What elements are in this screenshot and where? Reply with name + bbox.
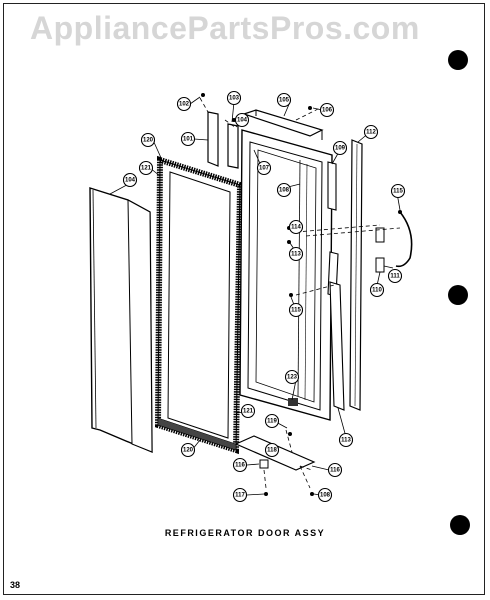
callout-123: 123 — [284, 369, 300, 385]
callout-label: 115 — [291, 308, 301, 314]
callout-label: 103 — [229, 96, 240, 102]
callout-118: 118 — [264, 442, 280, 458]
screws — [264, 106, 314, 496]
callout-104: 104 — [234, 112, 250, 128]
punch-hole-bottom — [450, 515, 470, 535]
callout-label: 106 — [322, 108, 333, 114]
punch-hole-middle — [448, 285, 468, 305]
callout-label: 107 — [259, 166, 270, 172]
door-handle — [375, 210, 413, 273]
callout-116: 116 — [327, 462, 343, 478]
callout-120: 120 — [140, 132, 156, 148]
callout-label: 105 — [279, 98, 290, 104]
door-gasket — [154, 155, 244, 455]
callout-label: 104 — [125, 178, 136, 184]
callout-balloons: 102 103 104 105 106 101 120 121 104 107 108 109 112 1… — [122, 90, 406, 503]
alignment-lines — [199, 97, 401, 489]
door-shelf-bars — [327, 161, 345, 411]
callout-115: 115 — [288, 302, 304, 318]
callout-label: 112 — [366, 130, 376, 136]
callout-104: 104 — [122, 172, 138, 188]
page-border — [3, 3, 485, 595]
callout-label: 120 — [183, 448, 194, 454]
inner-door-liner — [239, 129, 333, 421]
callout-101: 101 — [180, 131, 196, 147]
callout-106: 106 — [319, 102, 335, 118]
callout-label: 120 — [143, 138, 154, 144]
callout-117: 117 — [232, 487, 248, 503]
callout-108: 108 — [276, 182, 292, 198]
callout-116: 116 — [232, 457, 248, 473]
callout-label: 113 — [341, 438, 351, 444]
callout-109: 109 — [332, 140, 348, 156]
punch-hole-top — [448, 50, 468, 70]
callout-label: 110 — [372, 288, 382, 294]
top-channel — [242, 109, 324, 140]
watermark: AppliancePartsPros.com — [30, 10, 420, 46]
callout-label: 116 — [330, 468, 340, 474]
callout-119: 119 — [264, 413, 280, 429]
callout-114: 114 — [288, 219, 304, 235]
callout-label: 108 — [320, 493, 331, 499]
outer-door-panel — [89, 187, 153, 454]
callout-120: 120 — [180, 442, 196, 458]
callout-label: 119 — [267, 419, 277, 425]
callout-label: 102 — [179, 102, 190, 108]
callout-105: 105 — [276, 92, 292, 108]
callout-108: 108 — [317, 487, 333, 503]
callout-label: 121 — [141, 166, 152, 172]
callout-113: 113 — [288, 246, 304, 262]
callout-label: 111 — [390, 274, 400, 280]
diagram-caption: REFRIGERATOR DOOR ASSY — [164, 528, 326, 538]
callout-121: 121 — [240, 403, 256, 419]
callout-label: 115 — [393, 189, 403, 195]
callout-110: 110 — [369, 282, 385, 298]
callout-label: 113 — [291, 252, 301, 258]
callout-111: 111 — [387, 268, 403, 284]
callout-label: 121 — [243, 409, 254, 415]
side-strip — [349, 139, 363, 411]
hinge-parts — [201, 93, 239, 169]
callout-102: 102 — [176, 96, 192, 112]
page-number: 38 — [10, 580, 21, 590]
callout-label: 109 — [335, 146, 346, 152]
callout-107: 107 — [256, 160, 272, 176]
callout-121: 121 — [138, 160, 154, 176]
callout-label: 104 — [237, 118, 248, 124]
callout-113: 113 — [338, 432, 354, 448]
callout-label: 116 — [235, 463, 245, 469]
callout-label: 114 — [291, 225, 301, 231]
callout-label: 101 — [183, 137, 194, 143]
callout-103: 103 — [226, 90, 242, 106]
callout-115: 115 — [390, 183, 406, 199]
callout-label: 108 — [279, 188, 290, 194]
callout-label: 117 — [235, 493, 245, 499]
callout-label: 118 — [267, 448, 277, 454]
callout-label: 123 — [287, 375, 298, 381]
callout-112: 112 — [363, 124, 379, 140]
